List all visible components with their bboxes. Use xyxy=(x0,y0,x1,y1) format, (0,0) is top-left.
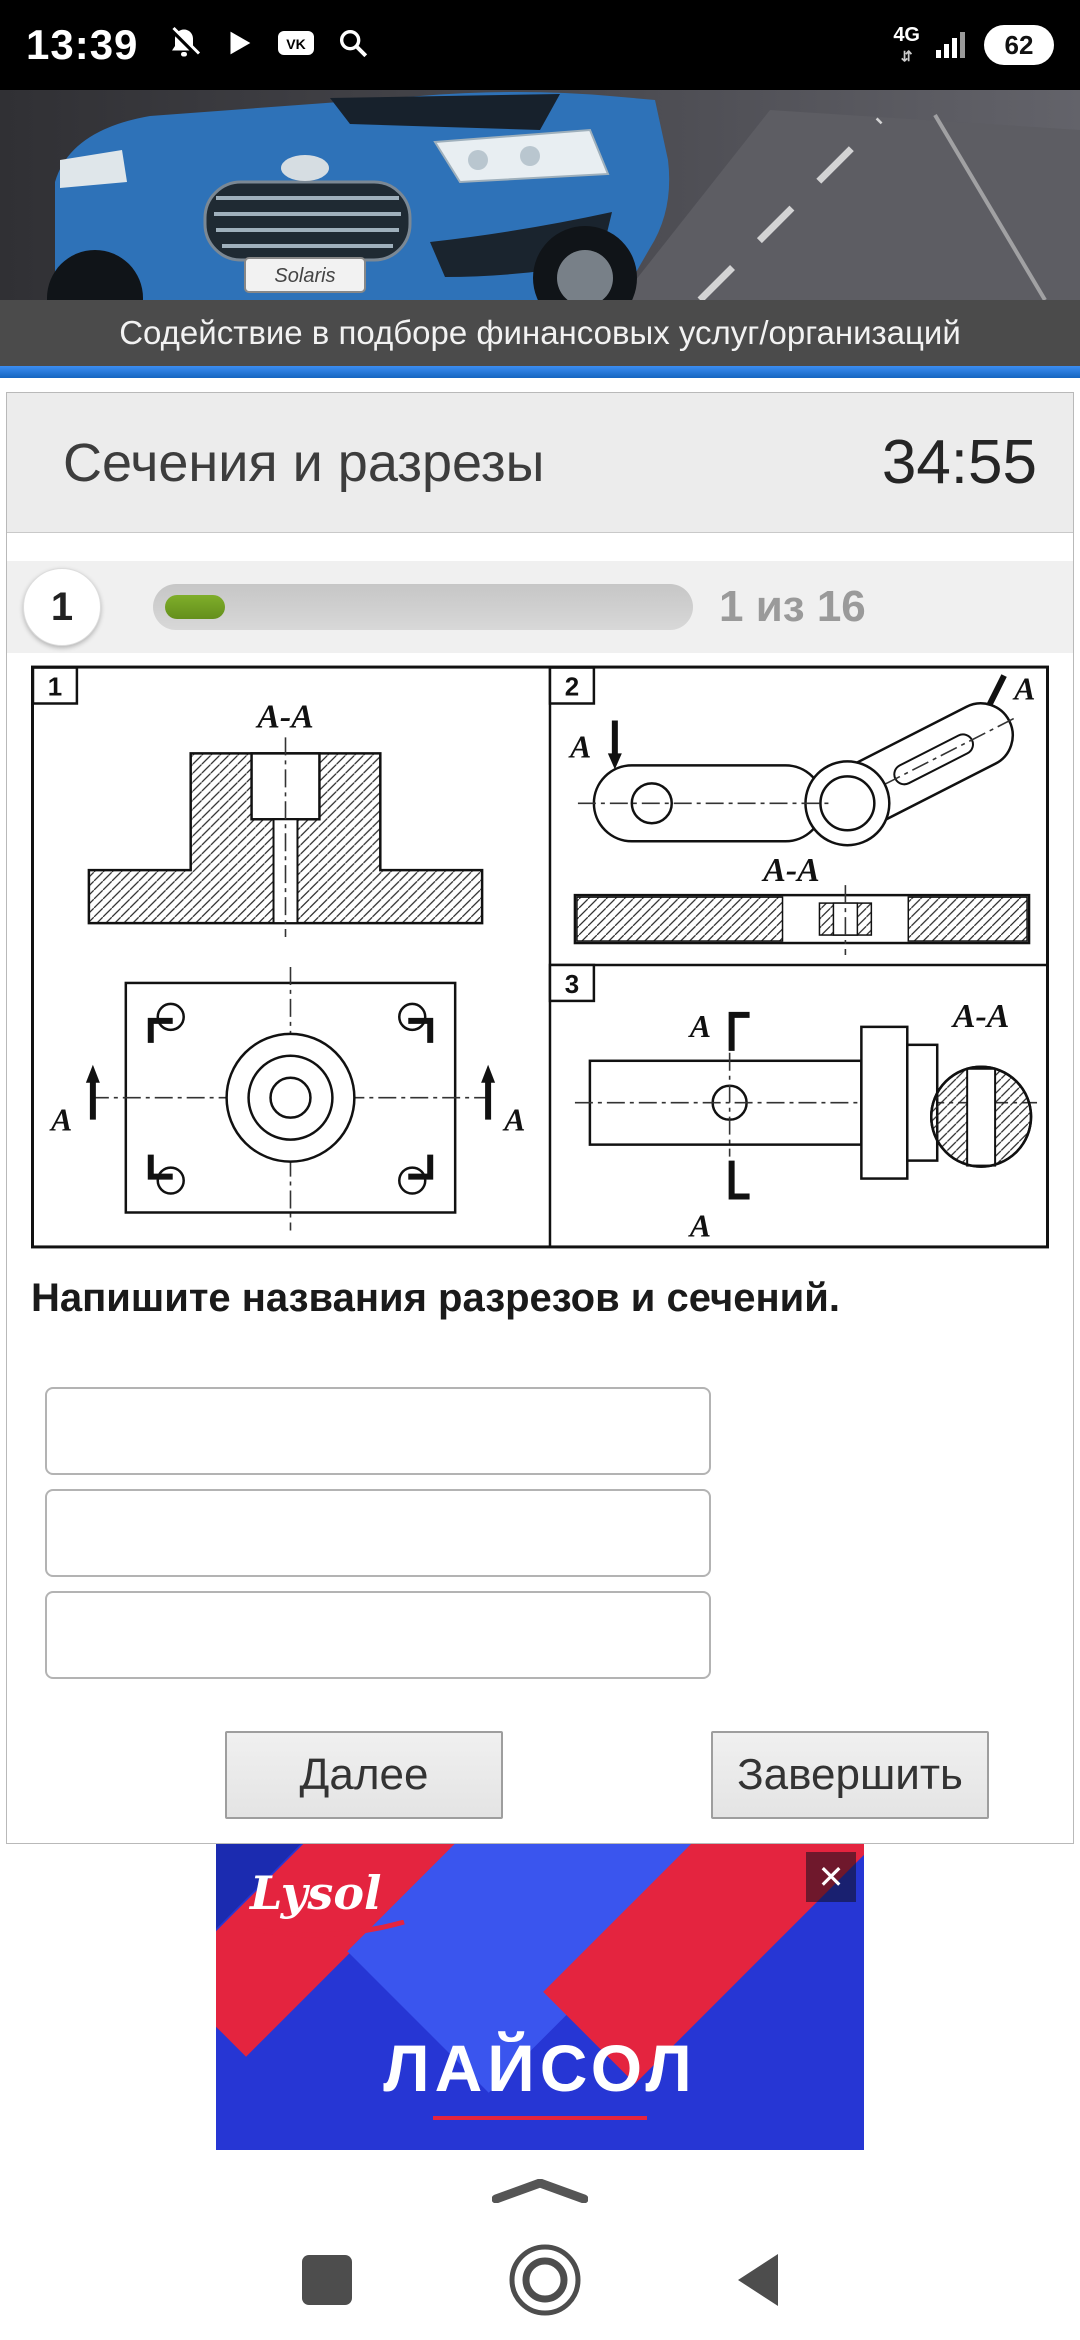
search-icon xyxy=(336,26,370,65)
panel-1: 1 А-А xyxy=(31,666,525,1231)
car-illustration: Solaris xyxy=(0,90,1080,300)
cut-label: А xyxy=(502,1103,525,1138)
svg-text:VK: VK xyxy=(287,36,306,52)
next-button[interactable]: Далее xyxy=(225,1731,503,1819)
countdown-timer: 34:55 xyxy=(881,428,1037,497)
network-badge: 4G⇵ xyxy=(893,24,920,64)
status-icons: VK xyxy=(166,25,370,66)
progress-row: 1 1 из 16 xyxy=(7,561,1073,653)
cut-label: А xyxy=(1012,672,1035,707)
swipe-handle[interactable] xyxy=(0,2164,1080,2218)
ad-banner[interactable]: Lysol ЛАЙСОЛ ✕ xyxy=(216,1844,864,2150)
back-button[interactable] xyxy=(736,2252,780,2308)
section-label: А-А xyxy=(255,698,314,735)
section-label: А-А xyxy=(951,998,1010,1035)
status-bar: 13:39 VK 4G⇵ 62 xyxy=(0,0,1080,90)
answer-input-3[interactable] xyxy=(45,1591,711,1679)
signal-bars-icon xyxy=(934,26,970,65)
progress-fill xyxy=(165,595,225,619)
ad-headline: ЛАЙСОЛ xyxy=(383,2031,697,2105)
panel-number: 1 xyxy=(48,674,62,702)
accent-divider xyxy=(0,366,1080,378)
home-button[interactable] xyxy=(508,2243,582,2317)
quiz-header: Сечения и разрезы 34:55 xyxy=(7,393,1073,533)
panel-number: 3 xyxy=(565,971,579,999)
progress-counter: 1 из 16 xyxy=(719,582,866,631)
panel-2: 2 А А А-А xyxy=(548,666,1035,956)
ad-underline xyxy=(433,2116,647,2120)
answer-input-1[interactable] xyxy=(45,1387,711,1475)
cut-label: А xyxy=(49,1103,72,1138)
ad-caption: Содействие в подборе финансовых услуг/ор… xyxy=(0,300,1080,366)
button-row: Далее Завершить xyxy=(7,1731,1073,1819)
page-title: Сечения и разрезы xyxy=(63,432,545,493)
battery-icon: 62 xyxy=(984,25,1054,65)
cut-label: А xyxy=(568,729,591,764)
progress-bar xyxy=(153,584,693,630)
play-icon xyxy=(222,26,256,65)
answers-group xyxy=(7,1387,1073,1679)
car-ad-banner[interactable]: Solaris xyxy=(0,90,1080,300)
status-right: 4G⇵ 62 xyxy=(893,25,1054,65)
recents-button[interactable] xyxy=(300,2253,354,2307)
license-plate: Solaris xyxy=(274,265,335,287)
panel-number: 2 xyxy=(565,674,579,702)
logo-swoosh xyxy=(247,1920,405,1938)
technical-drawing: 1 А-А xyxy=(31,665,1049,1249)
notifications-off-icon xyxy=(166,25,202,66)
finish-button[interactable]: Завершить xyxy=(711,1731,989,1819)
close-icon[interactable]: ✕ xyxy=(806,1852,856,1902)
question-number-badge: 1 xyxy=(23,568,101,646)
answer-input-2[interactable] xyxy=(45,1489,711,1577)
vk-icon: VK xyxy=(276,26,316,65)
clock: 13:39 xyxy=(26,21,139,68)
cut-label: А xyxy=(688,1208,711,1243)
question-text: Напишите названия разрезов и сечений. xyxy=(31,1275,840,1320)
navigation-bar xyxy=(0,2218,1080,2340)
quiz-card: Сечения и разрезы 34:55 1 1 из 16 xyxy=(6,392,1074,1844)
brand-logo: Lysol xyxy=(250,1866,382,1920)
section-label: А-А xyxy=(761,852,820,889)
cut-label: А xyxy=(688,1009,711,1044)
panel-3: 3 А А А-А xyxy=(548,963,1038,1243)
